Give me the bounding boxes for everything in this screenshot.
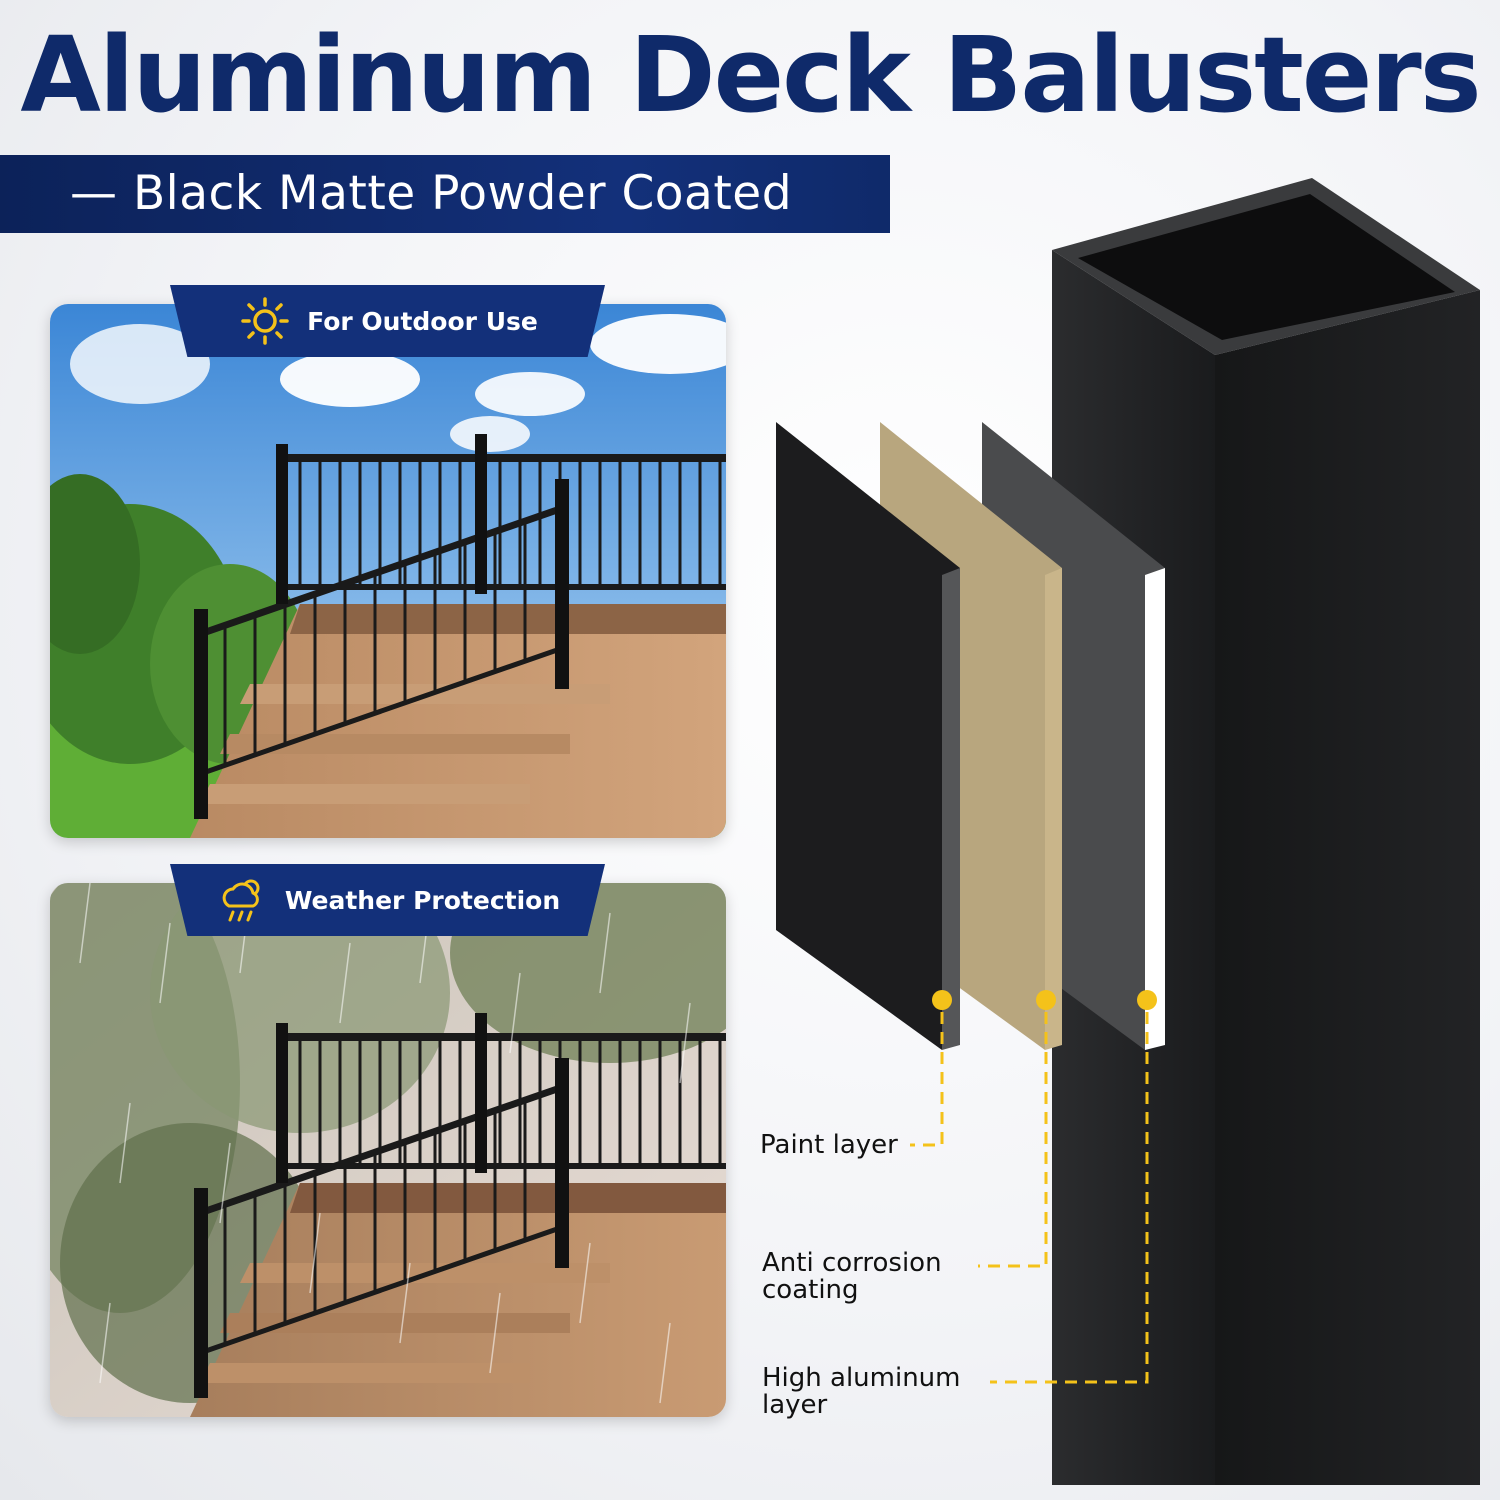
weather-protection-tag: Weather Protection xyxy=(170,864,605,936)
paint-marker xyxy=(932,990,952,1010)
sun-icon xyxy=(237,293,293,349)
anti-corrosion-label-line2: coating xyxy=(762,1275,859,1305)
anti-corrosion-label: Anti corrosion coating xyxy=(762,1250,942,1304)
cloud-sun-rain-icon xyxy=(215,872,271,928)
aluminum-marker xyxy=(1137,990,1157,1010)
aluminum-layer-label-line2: layer xyxy=(762,1390,828,1420)
outdoor-photo xyxy=(50,304,726,838)
coating-leader-line xyxy=(978,1012,1048,1268)
aluminum-leader-line xyxy=(990,1012,1149,1384)
aluminum-layer-label-line1: High aluminum xyxy=(762,1363,961,1393)
paint-layer-label: Paint layer xyxy=(760,1130,898,1160)
aluminum-layer-label: High aluminum layer xyxy=(762,1365,961,1419)
square-post xyxy=(1052,178,1480,1485)
paint-leader-line xyxy=(910,1012,944,1147)
weather-photo xyxy=(50,883,726,1417)
page-title: Aluminum Deck Balusters xyxy=(20,14,1481,136)
outdoor-use-label: For Outdoor Use xyxy=(307,306,538,336)
paint-sheet xyxy=(776,422,960,1050)
anti-corrosion-label-line1: Anti corrosion xyxy=(762,1248,942,1278)
subtitle-banner: — Black Matte Powder Coated xyxy=(0,155,890,233)
weather-protection-label: Weather Protection xyxy=(284,885,561,915)
coating-marker xyxy=(1036,990,1056,1010)
outdoor-use-tag: For Outdoor Use xyxy=(170,285,605,357)
